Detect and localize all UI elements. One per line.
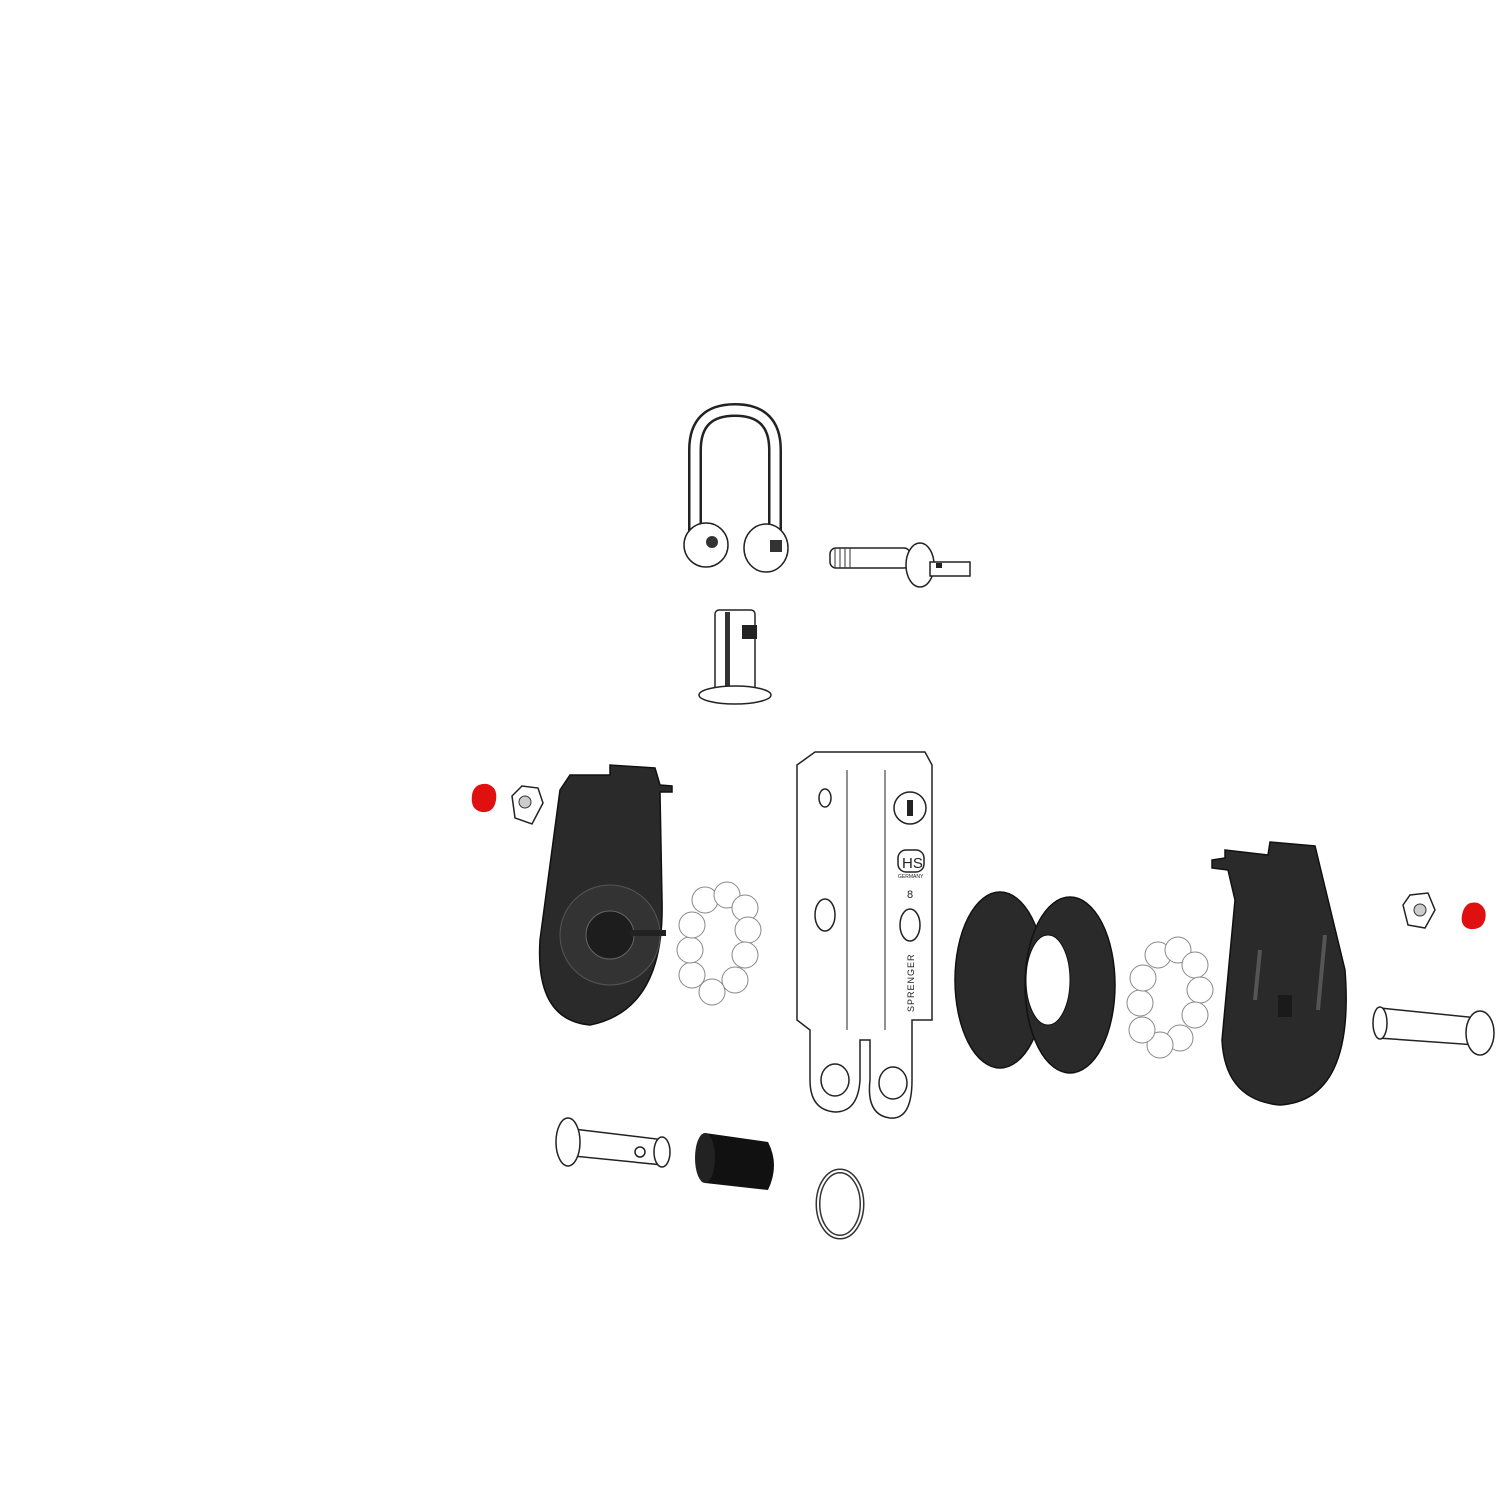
logo-subtext: GERMANY bbox=[898, 874, 924, 880]
nut-left bbox=[511, 785, 544, 825]
nut-right bbox=[1402, 892, 1436, 929]
axle-pin-bottom bbox=[555, 1117, 671, 1168]
size-label: 8 bbox=[907, 889, 913, 901]
cheek-plate-right bbox=[1211, 841, 1347, 1106]
ball-bearings-right bbox=[1126, 936, 1214, 1059]
red-cap-right bbox=[1461, 902, 1486, 930]
shackle-pin bbox=[829, 542, 971, 588]
logo-text: HS bbox=[902, 855, 923, 872]
sheave bbox=[954, 891, 1116, 1074]
axle-pin-right bbox=[1372, 1006, 1495, 1056]
bushing bbox=[695, 1133, 774, 1190]
shackle bbox=[683, 402, 789, 573]
split-ring bbox=[815, 1168, 865, 1240]
ball-bearings-left bbox=[676, 881, 762, 1006]
block-body bbox=[796, 751, 933, 1119]
swivel-pin bbox=[698, 609, 772, 705]
red-cap-left bbox=[471, 783, 497, 813]
brand-label: SPRENGER bbox=[906, 953, 916, 1012]
cheek-plate-left bbox=[538, 764, 673, 1026]
